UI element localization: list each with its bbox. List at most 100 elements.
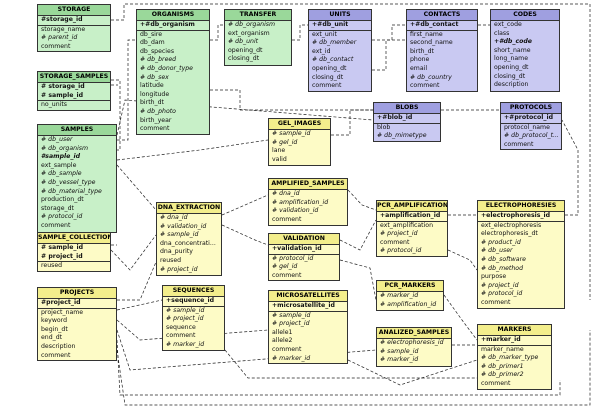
relationship-line (210, 24, 224, 41)
table-field: # project_id (272, 320, 310, 328)
table-field: # sample_id (160, 231, 199, 239)
table-field: ext_organism (228, 29, 270, 37)
table-field: +#blob_id (374, 114, 440, 124)
table-title: ANALIZED_SAMPLES (377, 328, 451, 339)
table-field: # dna_id (160, 214, 188, 221)
relationship-line (116, 164, 157, 211)
table-field: # amplification_id (380, 300, 437, 308)
relationship-line (224, 349, 477, 379)
table-field: +electrophoresis_id (478, 212, 564, 222)
table-field: # sample_id (380, 347, 419, 355)
table-field: dna_concentrati... (160, 239, 216, 247)
table-sequences: SEQUENCES+sequence_id# sample_id# projec… (162, 285, 225, 351)
table-title: CODES (491, 10, 559, 21)
relationship-line (117, 261, 157, 301)
table-field: comment (481, 298, 511, 306)
relationship-line (292, 24, 308, 41)
table-field: end_dt (41, 334, 63, 342)
table-field: # protocol_id (41, 213, 83, 221)
relationship-line (221, 224, 269, 246)
table-field: allele1 (272, 328, 293, 336)
table-field: # project_id (166, 315, 204, 323)
table-field: # db_organism (228, 21, 276, 28)
table-field: long_name (494, 55, 528, 63)
table-field: # parent_id (41, 34, 78, 42)
table-title: UNITS (309, 10, 371, 21)
table-field: reused (41, 262, 63, 270)
table-field: second_name (410, 39, 453, 47)
table-field: ext_id (312, 47, 331, 55)
table-field: comment (272, 271, 302, 279)
table-field: description (494, 81, 529, 89)
table-field: comment (504, 140, 534, 148)
table-field: # db_country (410, 73, 452, 81)
table-field: # db_software (481, 255, 526, 263)
table-field: db_species (140, 47, 175, 55)
table-field: # marker_id (380, 292, 419, 299)
table-field: birth_year (140, 116, 172, 124)
table-field: comment (41, 42, 71, 50)
table-field: # db_user (41, 136, 73, 143)
table-field: # gel_id (272, 263, 298, 271)
table-field: # db_member (312, 39, 357, 47)
table-field: comment (272, 215, 302, 223)
table-field: # marker_id (380, 356, 419, 364)
table-field: ext_unit (312, 30, 337, 38)
table-field: #project_id (38, 299, 116, 309)
table-field: birth_dt (410, 47, 434, 55)
table-title: PROTOCOLS (501, 103, 561, 114)
table-field: storage_dt (41, 204, 74, 212)
table-field: opening_dt (494, 63, 529, 71)
table-field: marker_name (481, 345, 524, 353)
table-field: comment (41, 221, 71, 229)
table-field: # db_protocol_t... (504, 132, 559, 140)
table-field: # db_breed (140, 56, 177, 64)
table-title: STORAGE (38, 5, 110, 16)
relationship-line (372, 24, 406, 41)
table-field: +#db_organism (137, 21, 209, 31)
table-title: PROJECTS (38, 288, 116, 299)
table-field: # sample_id (41, 244, 84, 251)
table-field: # db_photo (140, 107, 176, 115)
table-field: # project_id (160, 265, 198, 273)
table-title: VALIDATION (269, 234, 339, 245)
relationship-line (561, 119, 579, 216)
table-field: blob (377, 123, 391, 131)
relationship-line (331, 109, 373, 136)
relationship-line (447, 249, 478, 271)
table-field: closing_dt (494, 72, 526, 80)
relationship-line (116, 99, 374, 136)
table-field: # amplification_id (272, 198, 329, 206)
table-title: SAMPLES (38, 125, 116, 136)
table-field: allele2 (272, 337, 293, 345)
relationship-line (210, 89, 373, 111)
table-pcr-markers: PCR_MARKERS# marker_id# amplification_id (376, 280, 444, 312)
table-microsatellites: MICROSATELLITES+microsatellite_id# sampl… (268, 290, 348, 365)
table-title: MICROSATELLITES (269, 291, 347, 302)
table-field: #sample_id (41, 153, 81, 161)
table-title: BLOBS (374, 103, 440, 114)
relationship-line (372, 39, 406, 71)
table-field: # sample_id (272, 311, 311, 319)
relationship-line (221, 194, 269, 216)
table-title: ORGANISMS (137, 10, 209, 21)
table-title: SEQUENCES (163, 286, 224, 297)
table-field: +#protocol_id (501, 114, 561, 124)
table-field: # validation_id (160, 222, 207, 230)
table-field: comment (272, 345, 302, 353)
table-field: db_dam (140, 39, 165, 47)
table-field: # storage_id (41, 83, 85, 90)
table-title: MARKERS (478, 325, 551, 336)
table-title: PCR_AMPLIFICATION (377, 201, 447, 212)
relationship-line (347, 189, 377, 211)
table-field: closing_dt (312, 73, 344, 81)
table-field: keyword (41, 317, 68, 325)
table-field: latitude (140, 82, 164, 90)
table-sample-collection: SAMPLE_COLLECTION# sample_id# project_id… (37, 232, 111, 272)
